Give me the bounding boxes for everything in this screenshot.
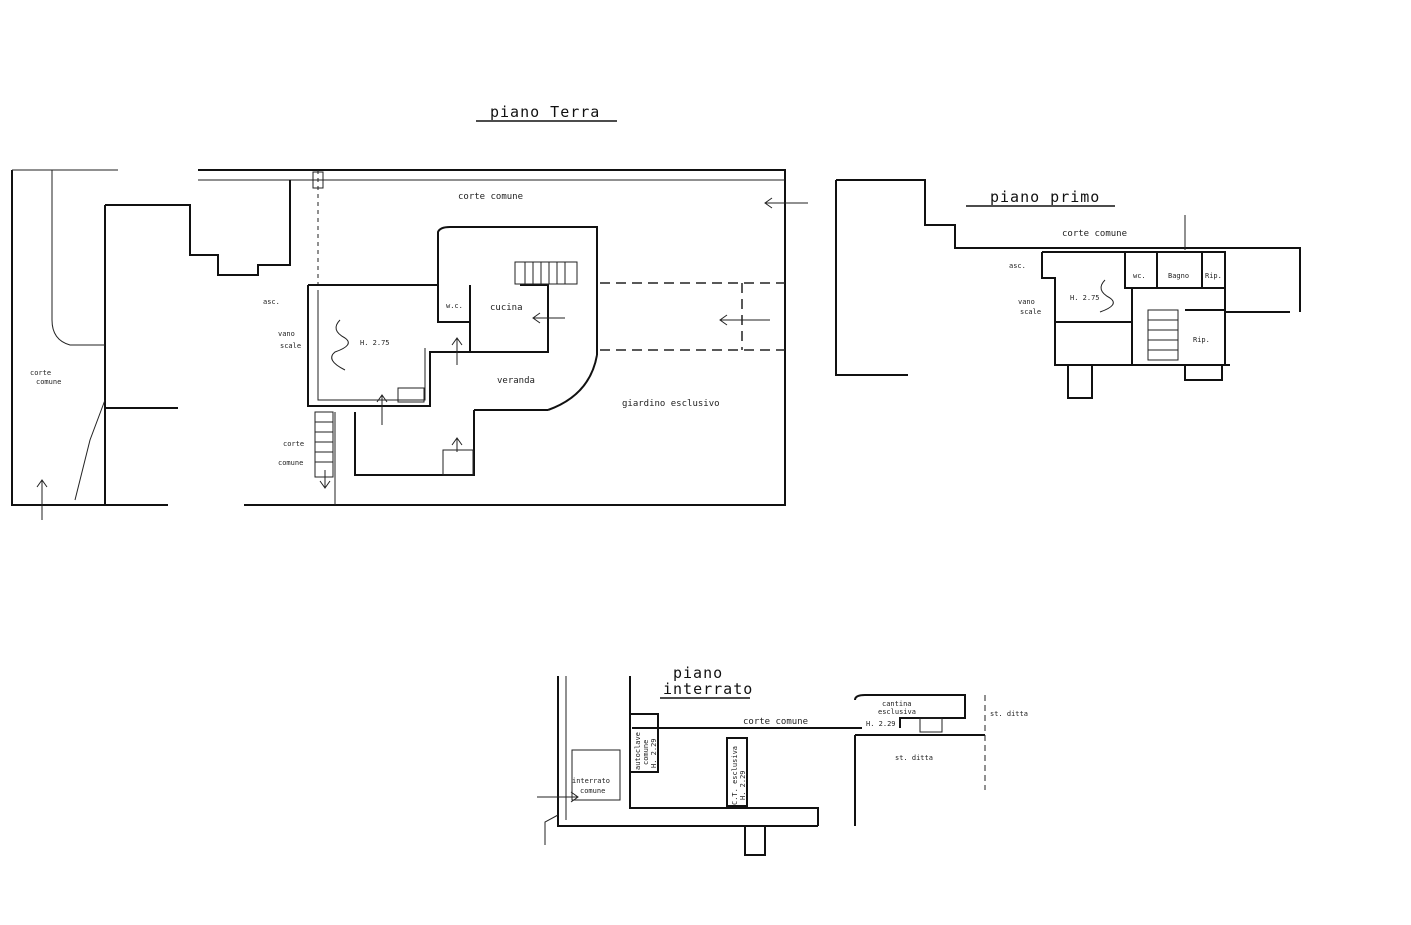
label-wc: w.c. xyxy=(446,302,463,310)
balcony-wall xyxy=(1067,365,1093,399)
stair-inner xyxy=(397,387,425,403)
stair-left xyxy=(314,411,334,478)
lot-boundary xyxy=(198,169,786,506)
first-floor-plan: piano primo corte comune asc. vano scale… xyxy=(835,179,1301,399)
room-wall xyxy=(1185,309,1226,365)
label-asc: asc. xyxy=(263,298,280,306)
neighbor-wall xyxy=(105,180,291,276)
terrace-wall xyxy=(354,410,475,476)
label-corte: corte xyxy=(283,440,304,448)
stair xyxy=(1147,309,1179,361)
stair-treads xyxy=(524,262,566,284)
label-height: H. 2.75 xyxy=(1070,294,1100,302)
stair-top xyxy=(514,261,578,285)
rip-room xyxy=(1201,251,1226,289)
label-asc: asc. xyxy=(1009,262,1026,270)
label-cucina: cucina xyxy=(490,303,523,313)
label-bagno: Bagno xyxy=(1168,272,1189,280)
label-vano: vano xyxy=(1018,298,1035,306)
boundary-line xyxy=(544,814,559,845)
label-scale: scale xyxy=(280,342,301,350)
autoclave-room xyxy=(629,713,659,773)
label-interrato: interrato xyxy=(572,777,610,785)
house-wall xyxy=(307,284,549,407)
ct-room xyxy=(726,737,748,807)
label-comune: comune xyxy=(36,378,61,386)
entrance-arrows xyxy=(36,197,808,520)
label-rip: Rip. xyxy=(1205,272,1222,280)
label-ct-esclusiva: C.T. esclusiva xyxy=(731,746,739,805)
stair-treads xyxy=(1148,319,1178,351)
label-comune: comune xyxy=(580,787,605,795)
ground-floor-plan: piano Terra xyxy=(11,103,808,520)
stair-symbol xyxy=(331,319,349,371)
label-st-ditta: st. ditta xyxy=(990,710,1028,718)
stair-treads xyxy=(315,421,333,463)
boundary-wall xyxy=(557,676,818,827)
gate-symbol xyxy=(312,171,324,189)
label-rip: Rip. xyxy=(1193,336,1210,344)
room-wall xyxy=(1041,252,1230,366)
inner-wall xyxy=(317,290,426,401)
label-st-ditta: st. ditta xyxy=(895,754,933,762)
basement-arrows xyxy=(537,791,579,803)
stair-bottom xyxy=(442,449,474,476)
label-veranda: veranda xyxy=(497,376,535,386)
label-giardino: giardino esclusivo xyxy=(622,399,720,409)
label-scale: scale xyxy=(1020,308,1041,316)
label-wc: wc. xyxy=(1133,272,1146,280)
label-vano: vano xyxy=(278,330,295,338)
wc-room xyxy=(1124,251,1158,289)
label-corte: corte xyxy=(30,369,51,377)
veranda-curve xyxy=(547,354,598,411)
ground-floor-title: piano Terra xyxy=(490,103,600,121)
label-corte-comune: corte comune xyxy=(743,717,808,727)
stair-symbol xyxy=(1099,279,1114,313)
label-corte-comune: corte comune xyxy=(1062,229,1127,239)
label-comune: comune xyxy=(278,459,303,467)
boundary-wall xyxy=(835,180,908,376)
first-floor-title: piano primo xyxy=(990,188,1100,206)
label-comune: comune xyxy=(642,740,650,765)
bagno-room xyxy=(1156,251,1203,289)
stair-well xyxy=(744,826,766,856)
label-cantina: cantina xyxy=(882,700,912,708)
room-wall xyxy=(1042,251,1290,313)
boundary-wall xyxy=(836,179,1301,312)
basement-title-line1: piano xyxy=(673,664,723,682)
label-corte-comune: corte comune xyxy=(458,192,523,202)
cantina-wall xyxy=(854,694,966,728)
ramp-line xyxy=(74,399,106,501)
house-wall xyxy=(308,226,598,355)
label-height: H. 2.29 xyxy=(650,738,658,768)
label-height: H. 2.29 xyxy=(739,770,747,800)
ramp-curve xyxy=(51,170,105,346)
label-esclusiva: esclusiva xyxy=(878,708,916,716)
balcony-wall xyxy=(1184,365,1223,381)
label-height: H. 2.75 xyxy=(360,339,390,347)
basement-title-line2: interrato xyxy=(663,680,753,698)
stair xyxy=(919,717,943,733)
basement-plan: piano interrato corte comune interrato c… xyxy=(537,664,1028,856)
label-height: H. 2.29 xyxy=(866,720,896,728)
label-autoclave: autoclave xyxy=(634,732,642,770)
left-court-boundary xyxy=(11,170,168,506)
interrato-area xyxy=(571,749,621,801)
